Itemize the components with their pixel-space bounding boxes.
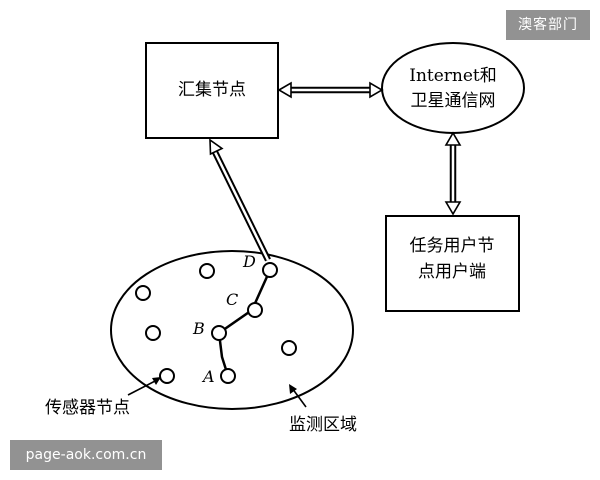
sensor-node — [145, 325, 161, 341]
sensor-node — [135, 285, 151, 301]
user-terminal-label-line1: 任务用户节 — [410, 236, 495, 256]
node-label-a: A — [201, 367, 215, 386]
sensor-node-b — [211, 325, 227, 341]
network-label-line2: 卫星通信网 — [411, 91, 496, 111]
arrow-d-to-sink — [209, 138, 271, 262]
internet-satellite-network-ellipse — [381, 42, 525, 134]
sensor-node-d — [262, 262, 278, 278]
monitoring-region-caption: 监测区域 — [289, 415, 357, 435]
node-label-d: D — [242, 252, 256, 271]
sensor-node-pointer — [127, 377, 161, 396]
network-label-line1: Internet和 — [409, 66, 497, 86]
user-terminal-box — [385, 215, 520, 312]
node-label-c: C — [226, 290, 238, 309]
sensor-node-pointed — [159, 368, 175, 384]
watermark-bottom-left: page-aok.com.cn — [10, 440, 162, 470]
sensor-node-c — [247, 302, 263, 318]
sensor-node-caption: 传感器节点 — [45, 398, 130, 418]
sink-node-label: 汇集节点 — [178, 80, 246, 100]
sensor-node-a — [220, 368, 236, 384]
user-terminal-label-line2: 点用户端 — [418, 262, 486, 282]
arrow-sink-network — [277, 81, 384, 99]
sensor-node — [281, 340, 297, 356]
sink-node-box — [145, 42, 279, 139]
node-label-b: B — [192, 319, 205, 338]
watermark-top-right: 澳客部门 — [506, 10, 590, 40]
sensor-node — [199, 263, 215, 279]
monitoring-region-pointer — [289, 384, 307, 408]
arrow-network-user — [444, 131, 462, 216]
